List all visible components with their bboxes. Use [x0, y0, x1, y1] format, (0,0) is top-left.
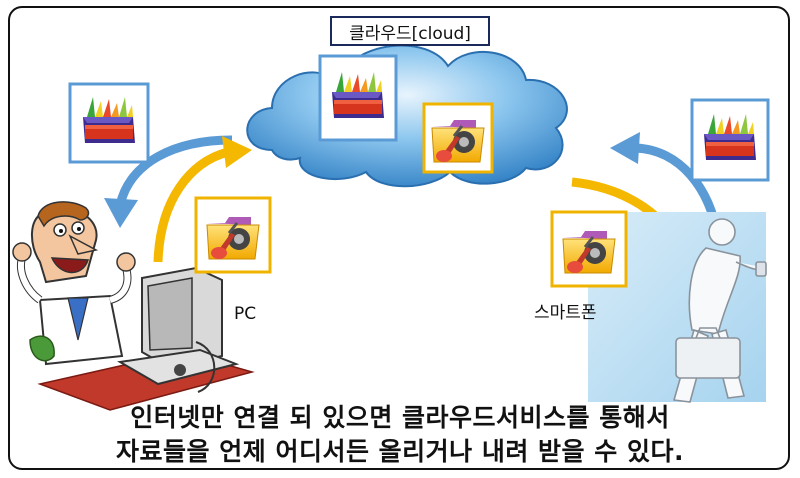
pc-label: PC	[234, 304, 257, 324]
music-folder-icon	[550, 210, 628, 288]
file-box-icon	[68, 82, 150, 164]
smartphone-label: 스마트폰	[534, 303, 597, 323]
music-folder-icon	[194, 196, 272, 274]
caption-line-2: 자료들을 언제 어디서든 올리거나 내려 받을 수 있다.	[116, 437, 684, 466]
walking-businessman-illustration	[672, 218, 767, 403]
file-box-icon	[318, 54, 398, 142]
cloud-shape	[246, 44, 568, 188]
diagram-frame	[8, 6, 790, 470]
man-at-computer-illustration	[12, 201, 255, 411]
upload-arrow-left	[153, 136, 252, 263]
cloud-title: 클라우드[cloud]	[330, 16, 490, 46]
download-arrow-left	[104, 135, 233, 228]
cloud-title-text: 클라우드[cloud]	[349, 23, 471, 44]
caption-line-1: 인터넷만 연결 되 있으면 클라우드서비스를 통해서	[130, 403, 670, 432]
music-folder-icon	[422, 102, 494, 174]
file-box-icon	[690, 98, 770, 182]
